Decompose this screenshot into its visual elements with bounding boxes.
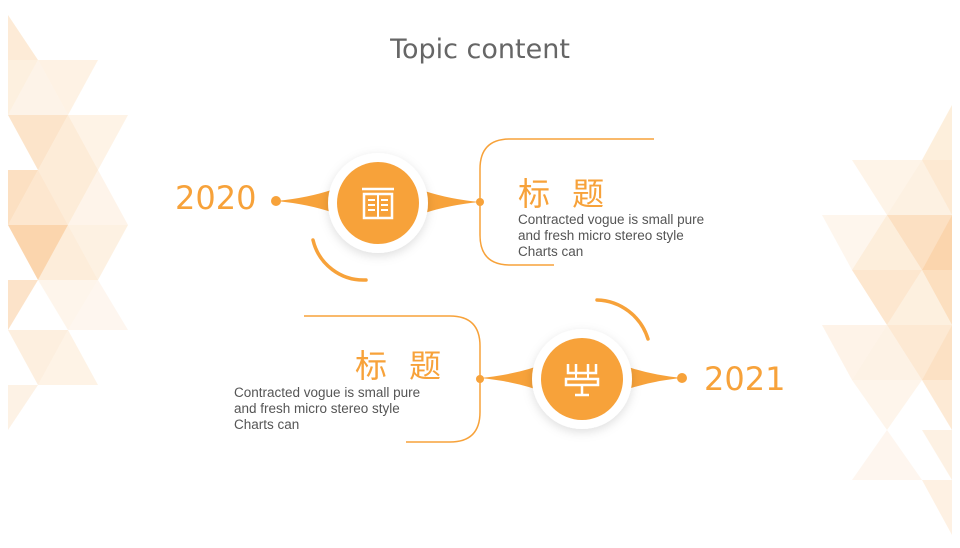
signpost-icon	[562, 359, 602, 399]
description-line: Charts can	[234, 417, 300, 432]
timeline-upper	[271, 138, 654, 282]
year-label-2021: 2021	[704, 360, 786, 398]
item-description: Contracted vogue is small pure and fresh…	[518, 212, 748, 260]
description-line: Contracted vogue is small pure	[518, 212, 705, 227]
right-triangle-pattern	[822, 105, 952, 535]
description-line: and fresh micro stereo style	[234, 401, 400, 416]
item-description: Contracted vogue is small pure and fresh…	[234, 385, 464, 433]
description-line: Charts can	[518, 244, 584, 259]
description-line: Contracted vogue is small pure	[234, 385, 421, 400]
item-heading: 标 题	[518, 175, 611, 213]
year-label-2020: 2020	[175, 179, 257, 217]
slide-title: Topic content	[390, 34, 570, 65]
item-heading: 标 题	[355, 347, 448, 385]
left-triangle-pattern	[8, 15, 128, 430]
book-icon	[358, 183, 398, 223]
description-line: and fresh micro stereo style	[518, 228, 684, 243]
